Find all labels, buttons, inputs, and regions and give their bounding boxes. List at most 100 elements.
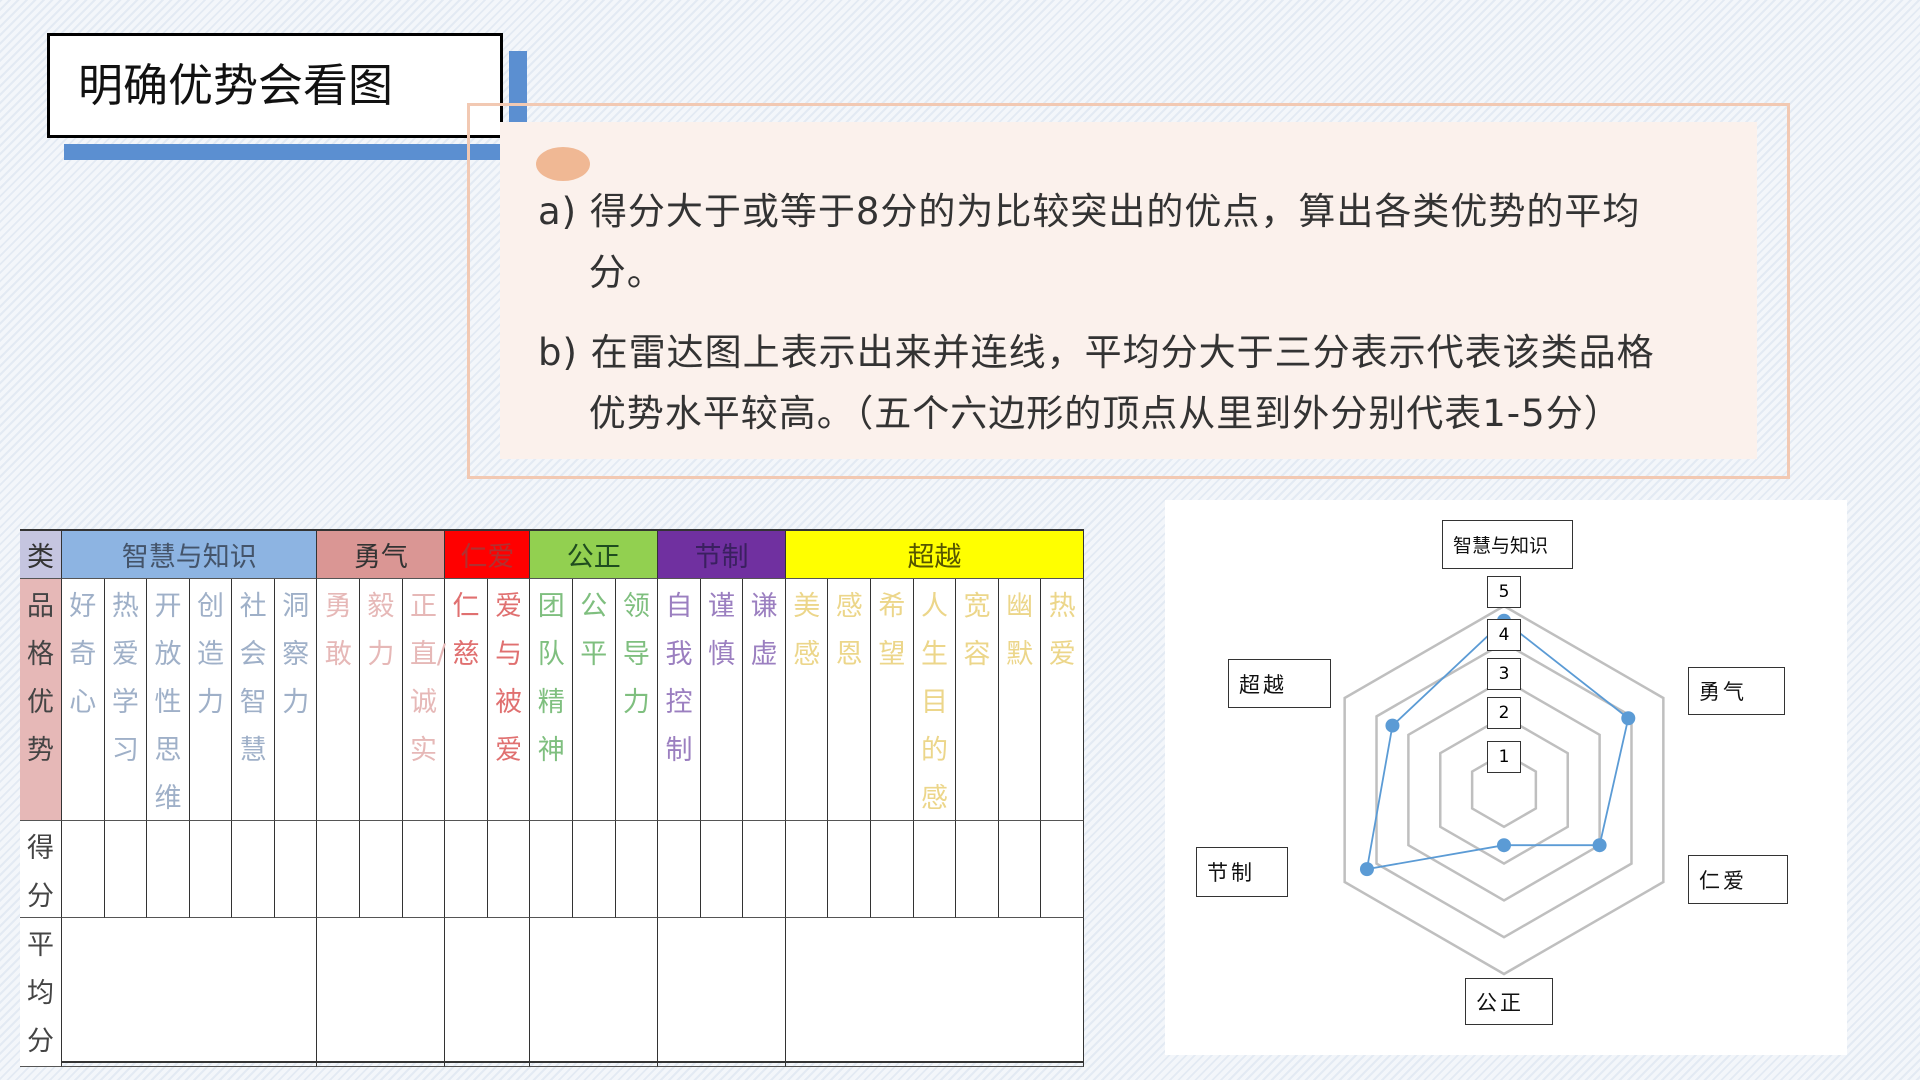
trait-cell: 团队精神 (530, 579, 573, 821)
score-cell (956, 821, 999, 918)
cell-text: 节制 (694, 542, 749, 573)
page-title: 明确优势会看图 (47, 33, 503, 138)
cell-text: 团队精神 (537, 591, 565, 766)
cell-text: 公正 (566, 542, 621, 573)
trait-cell: 好奇心 (62, 579, 105, 821)
trait-cell: 人生目的感 (913, 579, 957, 821)
trait-cell: 热爱 (1041, 579, 1084, 821)
cell-text: 公平 (580, 591, 608, 670)
cell-text: 超越 (907, 542, 962, 573)
tick-label: 1 (1487, 741, 1521, 773)
trait-cell: 谨慎 (700, 579, 744, 821)
axis-label: 超越 (1228, 659, 1331, 708)
axis-label: 勇气 (1688, 667, 1785, 715)
grid-ring (1470, 751, 1538, 829)
grid-ring (1407, 678, 1601, 902)
score-cell (232, 821, 275, 918)
row-header-category: 类 (20, 531, 62, 579)
trait-cell: 热爱学习 (104, 579, 148, 821)
cell-text: 谦虚 (750, 591, 778, 670)
average-cell (62, 918, 318, 1067)
cell-text: 品格优势 (27, 591, 54, 766)
score-cell (104, 821, 148, 918)
score-cell (445, 821, 488, 918)
score-cell (572, 821, 616, 918)
average-cell (785, 918, 1084, 1067)
score-cell (530, 821, 573, 918)
note-frame (467, 103, 1790, 479)
cell-text: 希望 (878, 591, 906, 670)
score-cell (913, 821, 957, 918)
cell-text: 人生目的感 (920, 591, 948, 814)
score-cell (1041, 821, 1084, 918)
cell-text: 社会智慧 (239, 591, 267, 766)
trait-cell: 公平 (572, 579, 616, 821)
cell-text: 仁爱 (460, 542, 515, 573)
cell-text: 正直/诚实 (409, 591, 447, 766)
cell-text: 开放性思维 (154, 591, 182, 814)
note-line: 分。 (538, 251, 665, 294)
trait-cell: 开放性思维 (147, 579, 190, 821)
score-cell (615, 821, 659, 918)
data-point (1497, 838, 1511, 853)
data-point (1385, 718, 1400, 733)
cell-text: 自我控制 (665, 591, 693, 766)
cell-text: 宽容 (963, 591, 991, 670)
trait-cell: 感恩 (828, 579, 872, 821)
score-cell (700, 821, 744, 918)
score-cell (487, 821, 531, 918)
average-cell (658, 918, 786, 1067)
cell-text: 仁慈 (452, 591, 480, 670)
score-cell (62, 821, 105, 918)
category-header: 智慧与知识 (62, 531, 318, 579)
score-cell (828, 821, 872, 918)
cell-text: 创造力 (197, 591, 225, 718)
note-line: a) 得分大于或等于8分的为比较突出的优点，算出各类优势的平均 (538, 190, 1641, 233)
cell-text: 领导力 (622, 591, 650, 718)
trait-cell: 仁慈 (445, 579, 488, 821)
cell-text: 智慧与知识 (121, 542, 257, 573)
data-point (1359, 862, 1374, 877)
category-header: 勇气 (317, 531, 446, 579)
axis-label: 公正 (1465, 978, 1553, 1025)
cell-text: 谨慎 (708, 591, 736, 670)
score-cell (274, 821, 318, 918)
trait-cell: 毅力 (360, 579, 403, 821)
average-cell (317, 918, 446, 1067)
cell-text: 幽默 (1006, 591, 1034, 670)
row-header-traits: 品格优势 (20, 579, 62, 821)
cell-text: 好奇心 (69, 591, 97, 718)
data-point (1621, 711, 1636, 726)
trait-cell: 美感 (785, 579, 829, 821)
row-header-average: 平均分 (20, 918, 62, 1067)
trait-cell: 领导力 (615, 579, 659, 821)
category-header: 仁爱 (445, 531, 531, 579)
trait-cell: 自我控制 (658, 579, 701, 821)
tick-label: 3 (1487, 658, 1521, 690)
data-point (1592, 838, 1607, 853)
trait-cell: 幽默 (998, 579, 1042, 821)
axis-label: 仁爱 (1688, 855, 1788, 904)
score-cell (147, 821, 190, 918)
score-cell (785, 821, 829, 918)
trait-cell: 勇敢 (317, 579, 361, 821)
trait-cell: 社会智慧 (232, 579, 275, 821)
cell-text: 热爱学习 (111, 591, 139, 766)
cell-text: 毅力 (367, 591, 395, 670)
tick-label: 2 (1487, 697, 1521, 729)
tick-label: 5 (1487, 576, 1521, 608)
note-panel (500, 122, 1757, 459)
cell-text: 感恩 (835, 591, 863, 670)
category-header: 节制 (658, 531, 786, 579)
note-line: 优势水平较高。（五个六边形的顶点从里到外分别代表1-5分） (538, 392, 1622, 435)
row-header-score: 得分 (20, 821, 62, 918)
cell-text: 得分 (27, 833, 54, 912)
axis-label: 智慧与知识 (1442, 520, 1573, 569)
score-cell (998, 821, 1042, 918)
strengths-table: 类智慧与知识好奇心热爱学习开放性思维创造力社会智慧洞察力勇气勇敢毅力正直/诚实仁… (20, 529, 1084, 1067)
average-cell (530, 918, 659, 1067)
score-cell (360, 821, 403, 918)
title-accent-bar (64, 144, 501, 160)
score-cell (317, 821, 361, 918)
